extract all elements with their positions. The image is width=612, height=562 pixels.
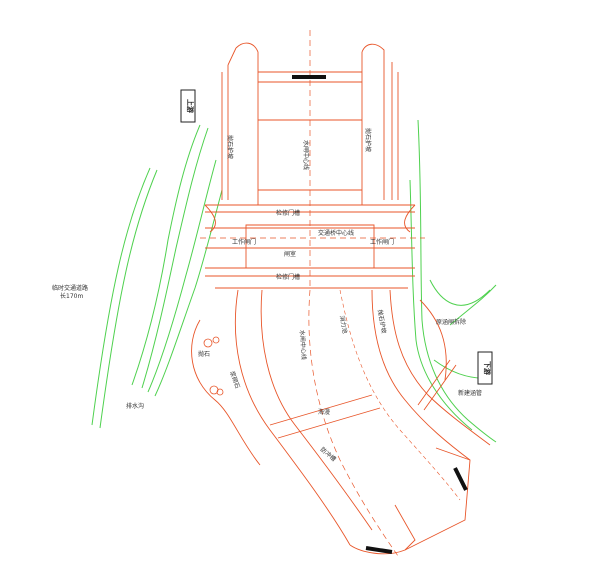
- new-pipe: [417, 359, 457, 411]
- downstream-right-apron: [404, 447, 471, 551]
- terrain-lines: [91, 119, 497, 443]
- temp-road-left-edge: [91, 167, 151, 426]
- right-bank-line-2: [409, 179, 473, 431]
- left-downstream-bank: [191, 319, 261, 466]
- downstream-mid-label: 海漫: [318, 408, 330, 416]
- stone-pile-circle: [216, 388, 224, 396]
- dissipation-basin-label: 消力池: [338, 315, 349, 334]
- left-bank-line-3: [147, 159, 217, 393]
- left-bank-line-2: [141, 127, 209, 389]
- right-pipe-label: 新建涵管: [458, 389, 482, 397]
- left-riprap-label: 抛石护坡: [226, 135, 234, 159]
- temp-road-label: 临时交通道路: [52, 284, 88, 292]
- right-marker: [453, 467, 468, 491]
- right-bank-line-3: [429, 279, 491, 306]
- stone-pile-label: 抛石: [198, 350, 210, 358]
- black-markers: [292, 75, 468, 554]
- right-wing-wall-top: [361, 43, 385, 200]
- right-culvert-label: 原涵闸拆除: [436, 318, 466, 326]
- left-wing-wall-top: [235, 42, 259, 205]
- pier-noses: [204, 204, 416, 233]
- stone-pile-circle: [212, 336, 220, 344]
- sluice-centerline: [308, 30, 399, 557]
- upstream-box: [180, 89, 196, 123]
- upstream-box-label: 上游: [186, 99, 195, 113]
- left-basin-wall: [234, 289, 351, 546]
- left-wing-wall-cap: [227, 47, 237, 66]
- right-basin-wall: [389, 289, 491, 446]
- stone-pile-circle: [203, 338, 213, 348]
- right-slope-label: 抛石护坡: [376, 309, 388, 334]
- gate-room-label: 闸室: [284, 250, 296, 258]
- temp-road-length: 长170m: [60, 292, 83, 300]
- sluice-structure: [191, 30, 491, 557]
- left-bank-line-4: [154, 189, 223, 397]
- gate-left-label: 工作闸门: [232, 238, 256, 246]
- downstream-box-label: 下游: [483, 361, 492, 375]
- gate-right-label: 工作闸门: [370, 238, 394, 246]
- traffic-center-label: 交通桥中心线: [318, 229, 354, 237]
- traffic-bridge: [205, 227, 415, 249]
- left-wall-lower-label: 浆砌石: [228, 370, 242, 390]
- downstream-marker: [365, 546, 393, 554]
- inspection-lower-label: 检修门槽: [276, 273, 300, 281]
- right-basin-inner: [371, 289, 471, 461]
- water-center-down-label: 水闸中心线: [298, 330, 308, 361]
- right-bank-line-5: [449, 284, 497, 326]
- basin-end-sill: [269, 394, 381, 439]
- label-layer: 上游 下游 临时交通道路 长170m 抛石护坡 抛石护坡 水闸中心线 检修门槽 …: [52, 89, 493, 463]
- inspection-upper-label: 检修门槽: [276, 209, 300, 217]
- right-dashed-lane: [339, 289, 461, 501]
- left-bank-line-1: [131, 124, 201, 386]
- downstream-box: [477, 351, 493, 385]
- temp-road-right-edge: [99, 169, 158, 429]
- left-basin-inner: [260, 289, 373, 531]
- right-riprap-label: 抛石护坡: [364, 128, 372, 152]
- water-center-up-label: 水闸中心线: [302, 140, 310, 170]
- left-bank-drain-label: 排水沟: [126, 402, 144, 410]
- right-culvert-line: [419, 299, 447, 381]
- right-bank-line-1: [417, 119, 497, 443]
